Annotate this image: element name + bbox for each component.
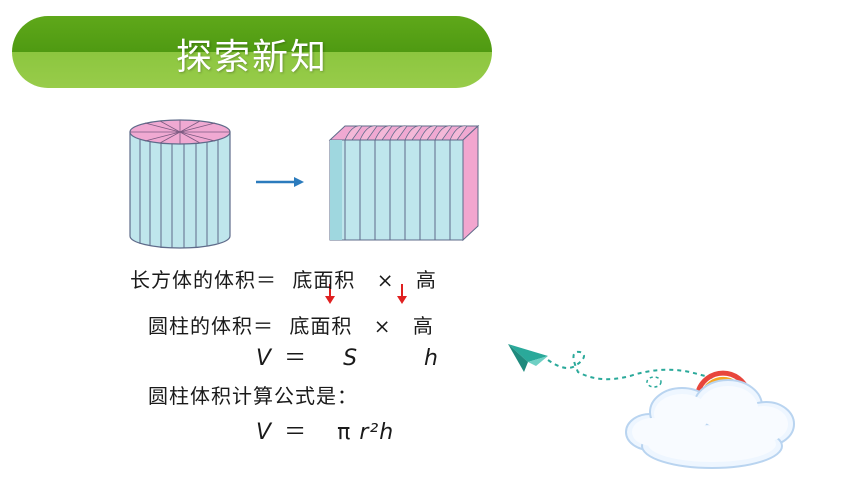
formula-title: 圆柱体积计算公式是： <box>148 384 358 408</box>
cylinder-illustration <box>129 119 231 249</box>
final-r2: r² <box>359 420 380 445</box>
final-h: h <box>379 420 395 445</box>
cuboid-base: 底面积 <box>292 268 356 292</box>
final-equals: ＝ <box>284 420 308 445</box>
symbol-h: h <box>424 346 439 371</box>
symbol-s: S <box>343 346 359 371</box>
cylinder-base: 底面积 <box>289 314 353 338</box>
cylinder-height: 高 <box>412 314 434 338</box>
cuboid-label: 长方体的体积＝ <box>130 268 277 292</box>
banner-title: 探索新知 <box>175 37 328 78</box>
red-down-arrow-icon <box>397 284 407 304</box>
times-symbol: × <box>376 268 395 292</box>
cuboid-volume-formula: 长方体的体积＝ 底面积 × 高 <box>130 264 437 293</box>
final-formula: V ＝ π r²h <box>256 414 394 446</box>
transform-arrow-icon <box>256 177 304 187</box>
symbol-v: V <box>256 346 273 371</box>
cloud-rainbow-icon <box>625 370 795 469</box>
cuboid-illustration <box>328 124 480 242</box>
section-banner: 探索新知 <box>12 16 492 88</box>
cuboid-height: 高 <box>415 268 437 292</box>
symbolic-formula: V ＝ S h <box>256 340 439 372</box>
symbol-equals: ＝ <box>284 346 308 371</box>
times-symbol: × <box>373 314 392 338</box>
paper-plane-icon <box>508 344 721 388</box>
red-down-arrow-icon <box>325 284 335 304</box>
cylinder-volume-formula: 圆柱的体积＝ 底面积 × 高 <box>148 310 434 339</box>
final-v: V <box>256 420 273 445</box>
cylinder-label: 圆柱的体积＝ <box>148 314 274 338</box>
final-pi: π <box>337 420 352 445</box>
